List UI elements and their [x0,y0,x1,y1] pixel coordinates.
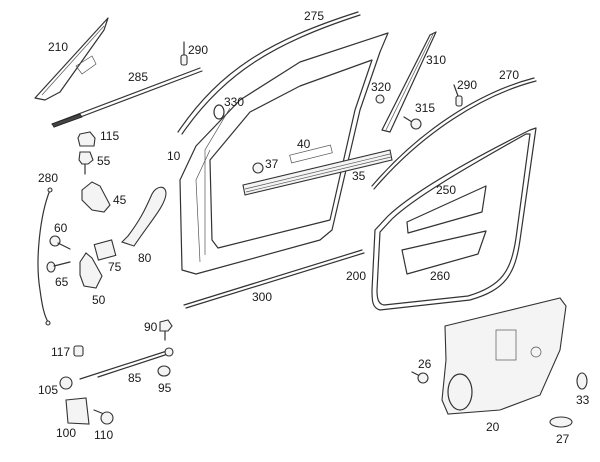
label-270: 270 [499,68,520,82]
label-45: 45 [113,193,127,207]
label-55: 55 [97,154,111,168]
label-75: 75 [108,260,122,274]
part-115-nut[interactable] [77,131,96,147]
label-300: 300 [252,290,273,304]
part-330-grommet[interactable] [213,104,225,120]
label-320: 320 [371,80,392,94]
label-27: 27 [556,432,570,446]
label-315: 315 [415,101,436,115]
part-50-hinge[interactable] [79,252,103,289]
part-10-door-shell[interactable] [179,32,389,275]
part-315-screw[interactable] [403,116,422,130]
label-10: 10 [167,149,181,163]
part-250-pad[interactable] [406,185,487,234]
part-90-bolt[interactable] [159,319,173,341]
label-210: 210 [48,40,69,54]
label-280: 280 [38,171,59,185]
label-110: 110 [94,428,114,442]
part-20-door-carrier[interactable] [441,297,567,415]
part-100-plate[interactable] [65,397,90,425]
label-35: 35 [352,169,366,183]
label-310: 310 [426,53,447,67]
part-200-door-seal[interactable] [371,127,537,311]
part-117-cap[interactable] [73,345,84,357]
label-60: 60 [54,221,68,235]
part-290-clip-left[interactable] [180,41,188,66]
label-40: 40 [297,137,311,151]
label-200: 200 [346,269,367,283]
part-290-clip-right[interactable] [453,84,463,107]
part-320-clip[interactable] [375,94,385,104]
part-35-window-channel[interactable] [242,149,393,196]
label-290-right: 290 [457,78,478,92]
label-105: 105 [38,383,59,397]
label-95: 95 [158,381,172,395]
label-250: 250 [436,183,457,197]
label-65: 65 [55,275,69,289]
part-280-cable[interactable] [37,187,53,326]
label-50: 50 [92,293,106,307]
part-105-grommet[interactable] [59,376,73,390]
label-90: 90 [144,320,158,334]
part-60-bolt[interactable] [49,235,71,250]
part-65-screw[interactable] [46,261,71,273]
part-37-screw[interactable] [252,162,264,174]
label-85: 85 [128,371,142,385]
label-117: 117 [51,345,71,359]
part-210-mirror-trim[interactable] [34,17,109,101]
label-260: 260 [430,269,451,283]
label-285: 285 [128,70,149,84]
part-45-hinge[interactable] [81,181,111,213]
part-33-grommet[interactable] [576,372,588,390]
part-80-check-arm[interactable] [120,186,167,247]
part-26-screw[interactable] [411,371,429,384]
part-27-grommet[interactable] [549,416,573,428]
part-55-bolt[interactable] [78,151,94,175]
label-100: 100 [56,426,77,440]
part-75-boot[interactable] [93,239,117,261]
label-80: 80 [138,251,152,265]
part-285-belt-strip[interactable] [51,67,203,128]
part-95-grommet[interactable] [157,365,171,377]
label-33: 33 [576,393,590,407]
part-300-lower-strip[interactable] [183,249,365,309]
label-37: 37 [265,157,279,171]
label-20: 20 [486,420,500,434]
part-260-pad[interactable] [401,230,487,275]
part-310-pillar-trim[interactable] [381,31,437,133]
label-26: 26 [418,357,432,371]
label-115: 115 [100,129,120,143]
label-275: 275 [304,9,325,23]
part-110-screw[interactable] [93,409,114,425]
label-290-left: 290 [188,43,209,57]
part-85-rod[interactable] [79,347,174,380]
part-270-outer-strip[interactable] [371,77,537,190]
part-275-roof-strip[interactable] [177,11,361,135]
label-330: 330 [224,95,245,109]
